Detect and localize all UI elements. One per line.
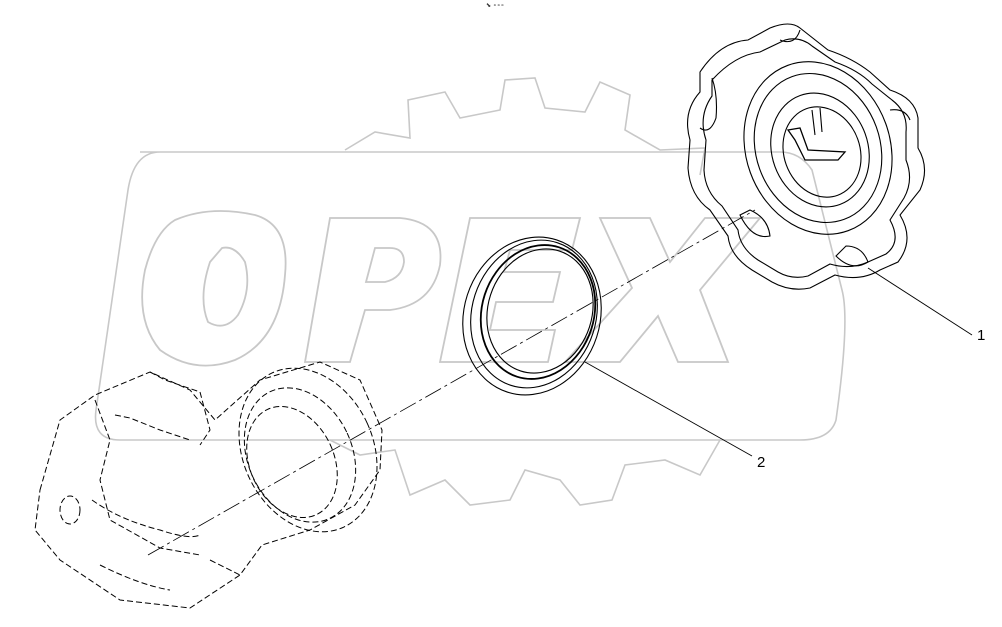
leader-line-1: [867, 267, 973, 336]
logo-frame: [94, 151, 846, 441]
o-ring-seal: [462, 236, 602, 396]
cap-inner-rim: [702, 38, 911, 278]
filler-neck: [34, 361, 383, 609]
gear-outline: [344, 77, 706, 176]
corner-mark: ⬊ ∘∘∘: [486, 2, 505, 9]
callout-1: 1: [977, 327, 986, 344]
opex-letters: [141, 210, 762, 367]
opex-watermark: [94, 77, 846, 506]
leader-line-2: [584, 361, 753, 457]
cap-outer-rim: [687, 23, 926, 290]
assembly-axis: [147, 209, 756, 556]
gear-outline-bottom: [329, 439, 721, 506]
filler-cap: [687, 23, 926, 290]
callout-2: 2: [757, 454, 766, 471]
